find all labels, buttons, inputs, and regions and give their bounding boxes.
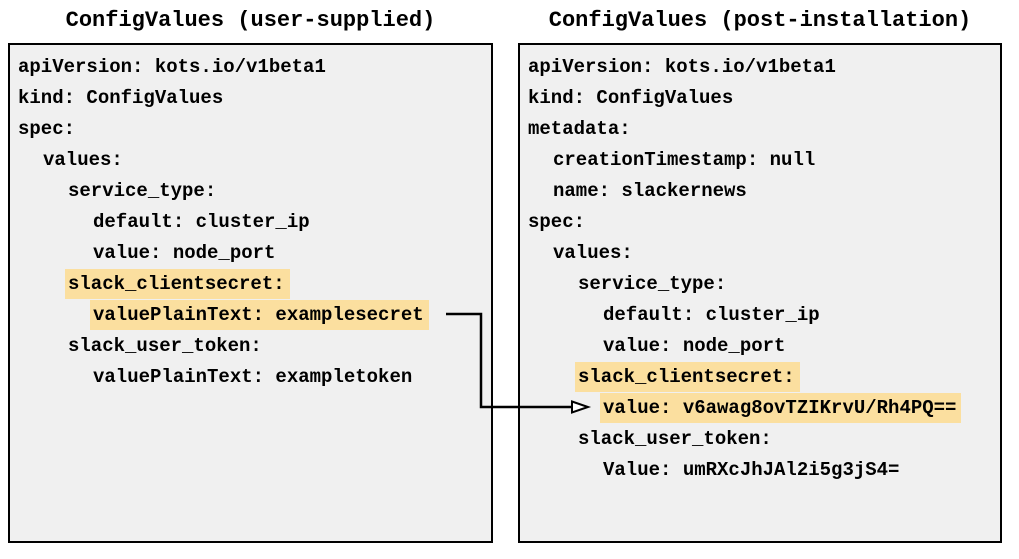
code-line: apiVersion: kots.io/v1beta1 [18, 52, 487, 83]
left-config-code: apiVersion: kots.io/v1beta1 kind: ConfigV… [10, 45, 491, 393]
config-text: valuePlainText: exampletoken [93, 366, 413, 388]
code-line: slack_clientsecret: [18, 269, 487, 300]
config-text: Value: umRXcJhJAl2i5g3jS4= [603, 459, 900, 481]
code-line: apiVersion: kots.io/v1beta1 [528, 52, 996, 83]
highlighted-config-text: slack_clientsecret: [65, 269, 290, 299]
left-panel-title: ConfigValues (user-supplied) [65, 8, 436, 33]
code-line: slack_user_token: [18, 331, 487, 362]
config-text: slack_user_token: [68, 335, 262, 357]
config-text: metadata: [528, 118, 631, 140]
code-line: slack_clientsecret: [528, 362, 996, 393]
code-line: spec: [18, 114, 487, 145]
highlighted-config-text: valuePlainText: examplesecret [90, 300, 429, 330]
code-line: valuePlainText: exampletoken [18, 362, 487, 393]
config-text: default: cluster_ip [93, 211, 310, 233]
code-line: valuePlainText: examplesecret [18, 300, 487, 331]
config-text: spec: [528, 211, 586, 233]
config-text: values: [43, 149, 123, 171]
config-text: default: cluster_ip [603, 304, 820, 326]
highlighted-config-text: value: v6awag8ovTZIKrvU/Rh4PQ== [600, 393, 962, 423]
code-line: spec: [528, 207, 996, 238]
code-line: slack_user_token: [528, 424, 996, 455]
code-line: default: cluster_ip [528, 300, 996, 331]
config-text: values: [553, 242, 633, 264]
config-text: kind: ConfigValues [18, 87, 224, 109]
config-text: spec: [18, 118, 76, 140]
code-line: value: v6awag8ovTZIKrvU/Rh4PQ== [528, 393, 996, 424]
code-line: Value: umRXcJhJAl2i5g3jS4= [528, 455, 996, 486]
config-text: value: node_port [603, 335, 786, 357]
right-config-code: apiVersion: kots.io/v1beta1 kind: ConfigV… [520, 45, 1000, 486]
right-panel-title: ConfigValues (post-installation) [548, 8, 972, 33]
config-text: value: node_port [93, 242, 276, 264]
config-text: slack_user_token: [578, 428, 772, 450]
config-text: creationTimestamp: null [553, 149, 816, 171]
code-line: name: slackernews [528, 176, 996, 207]
config-text: service_type: [578, 273, 727, 295]
config-text: name: slackernews [553, 180, 747, 202]
code-line: kind: ConfigValues [18, 83, 487, 114]
right-config-panel: apiVersion: kots.io/v1beta1 kind: ConfigV… [518, 43, 1002, 543]
config-text: apiVersion: kots.io/v1beta1 [528, 56, 836, 78]
code-line: values: [18, 145, 487, 176]
config-text: kind: ConfigValues [528, 87, 734, 109]
code-line: metadata: [528, 114, 996, 145]
code-line: default: cluster_ip [18, 207, 487, 238]
highlighted-config-text: slack_clientsecret: [575, 362, 800, 392]
code-line: values: [528, 238, 996, 269]
code-line: kind: ConfigValues [528, 83, 996, 114]
code-line: creationTimestamp: null [528, 145, 996, 176]
config-text: service_type: [68, 180, 217, 202]
config-text: apiVersion: kots.io/v1beta1 [18, 56, 326, 78]
code-line: value: node_port [528, 331, 996, 362]
code-line: service_type: [528, 269, 996, 300]
code-line: service_type: [18, 176, 487, 207]
code-line: value: node_port [18, 238, 487, 269]
left-config-panel: apiVersion: kots.io/v1beta1 kind: ConfigV… [8, 43, 493, 543]
